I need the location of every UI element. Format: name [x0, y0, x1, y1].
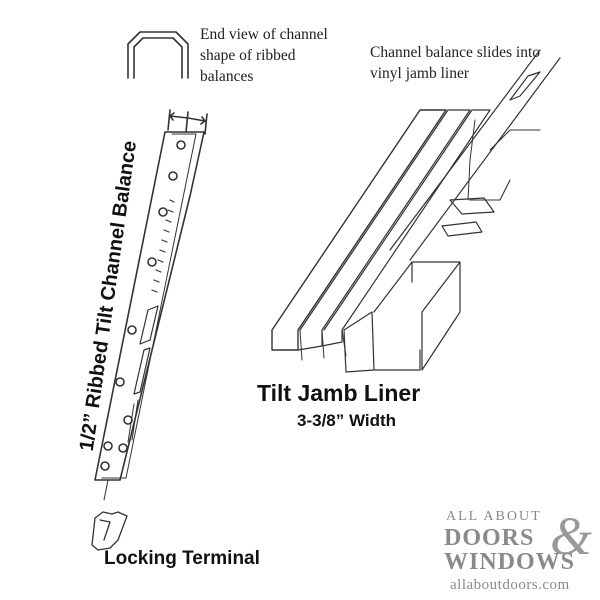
width-label: 3-3/8” Width [297, 411, 397, 430]
slides-note: Channel balance slides into vinyl jamb l… [370, 44, 541, 82]
jamb-liner-label: Tilt Jamb Liner [257, 380, 421, 406]
jamb-liner [271, 109, 447, 351]
width-arrow [167, 109, 208, 135]
spring-coil [151, 199, 175, 293]
logo-line3: WINDOWS [444, 549, 576, 575]
brand-logo: ALL ABOUT DOORS WINDOWS & allaboutdoors.… [428, 505, 598, 597]
logo-url: allaboutdoors.com [450, 577, 570, 593]
logo-line2: DOORS [444, 525, 535, 551]
channel-end-view [127, 31, 189, 79]
channel-balance [94, 131, 205, 481]
logo-ampersand: & [550, 506, 593, 566]
end-view-note: End view of channel shape of ribbed bala… [200, 26, 328, 85]
terminal-label: Locking Terminal [104, 548, 260, 569]
locking-terminal [91, 511, 128, 551]
logo-line1: ALL ABOUT [446, 509, 542, 524]
